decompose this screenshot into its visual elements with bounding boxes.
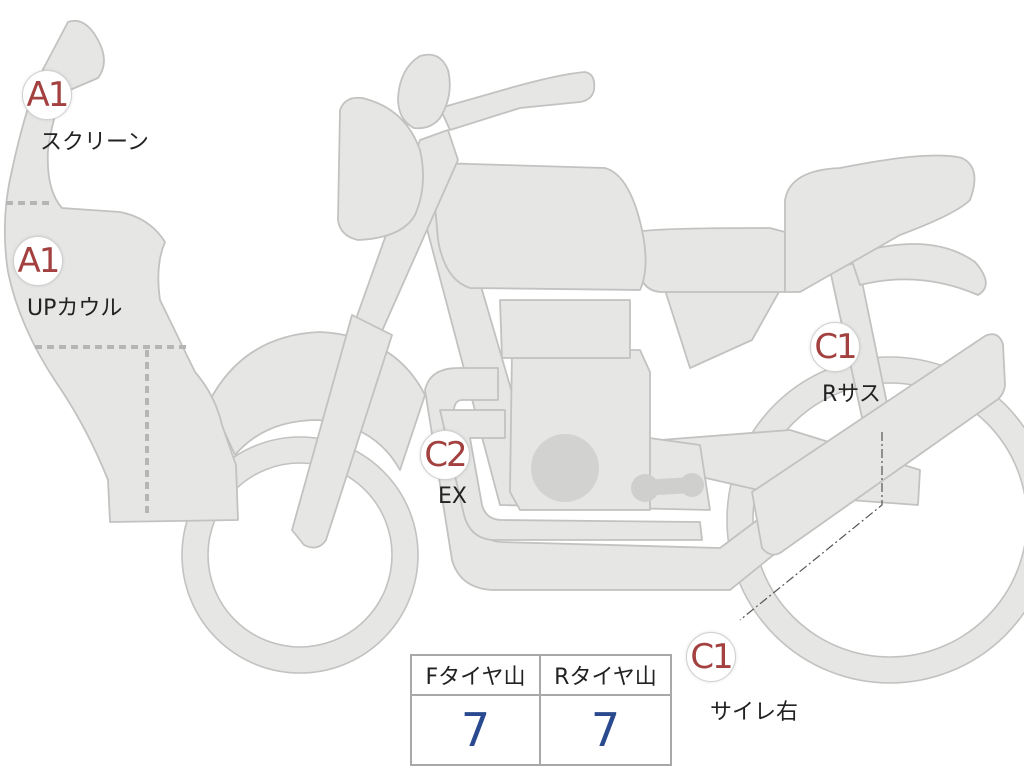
footrest-peg <box>631 474 659 502</box>
part-label: サイレ右 <box>710 700 799 725</box>
part-label: EX <box>438 484 467 509</box>
headlight <box>337 96 424 241</box>
front-wheel <box>181 436 419 674</box>
callout-exhaust: C2 EX <box>420 430 470 509</box>
grade-badge: C1 <box>686 632 736 682</box>
callout-rear-suspension: C1 Rサス <box>810 322 881 408</box>
rear-tread-value: 7 <box>590 703 621 757</box>
callout-silencer-right: C1 サイレ右 <box>686 632 798 726</box>
rear-fender <box>849 243 987 296</box>
grade-badge: A1 <box>22 70 72 120</box>
engine-cover <box>531 434 599 502</box>
seat <box>637 227 786 293</box>
rear-tread-header: Rタイヤ山 <box>541 656 670 696</box>
part-label: スクリーン <box>40 130 149 155</box>
fuel-tank <box>431 162 647 291</box>
callout-screen: A1 スクリーン <box>22 70 149 156</box>
grade-badge: C2 <box>420 430 470 480</box>
part-label: UPカウル <box>27 296 123 321</box>
silencer <box>751 333 1006 556</box>
tire-tread-table: Fタイヤ山 Rタイヤ山 7 7 <box>410 654 672 766</box>
exhaust-pipe-upper <box>439 409 703 541</box>
callout-upper-cowl: A1 UPカウル <box>13 236 122 322</box>
front-tread-header: Fタイヤ山 <box>412 656 541 696</box>
handlebar <box>439 71 596 131</box>
seat-rear <box>784 154 976 293</box>
footrest-peg <box>680 473 704 497</box>
part-label: Rサス <box>822 382 881 407</box>
front-fork-lower <box>291 314 393 549</box>
front-fork-upper <box>351 129 459 341</box>
silencer-leader-line <box>739 432 883 621</box>
rear-wheel <box>726 356 1024 684</box>
grade-badge: C1 <box>810 322 860 372</box>
grade-badge: A1 <box>13 236 63 286</box>
front-tread-value: 7 <box>412 696 541 764</box>
engine-head <box>499 299 631 359</box>
side-cover <box>664 289 781 369</box>
mirror <box>397 53 451 130</box>
